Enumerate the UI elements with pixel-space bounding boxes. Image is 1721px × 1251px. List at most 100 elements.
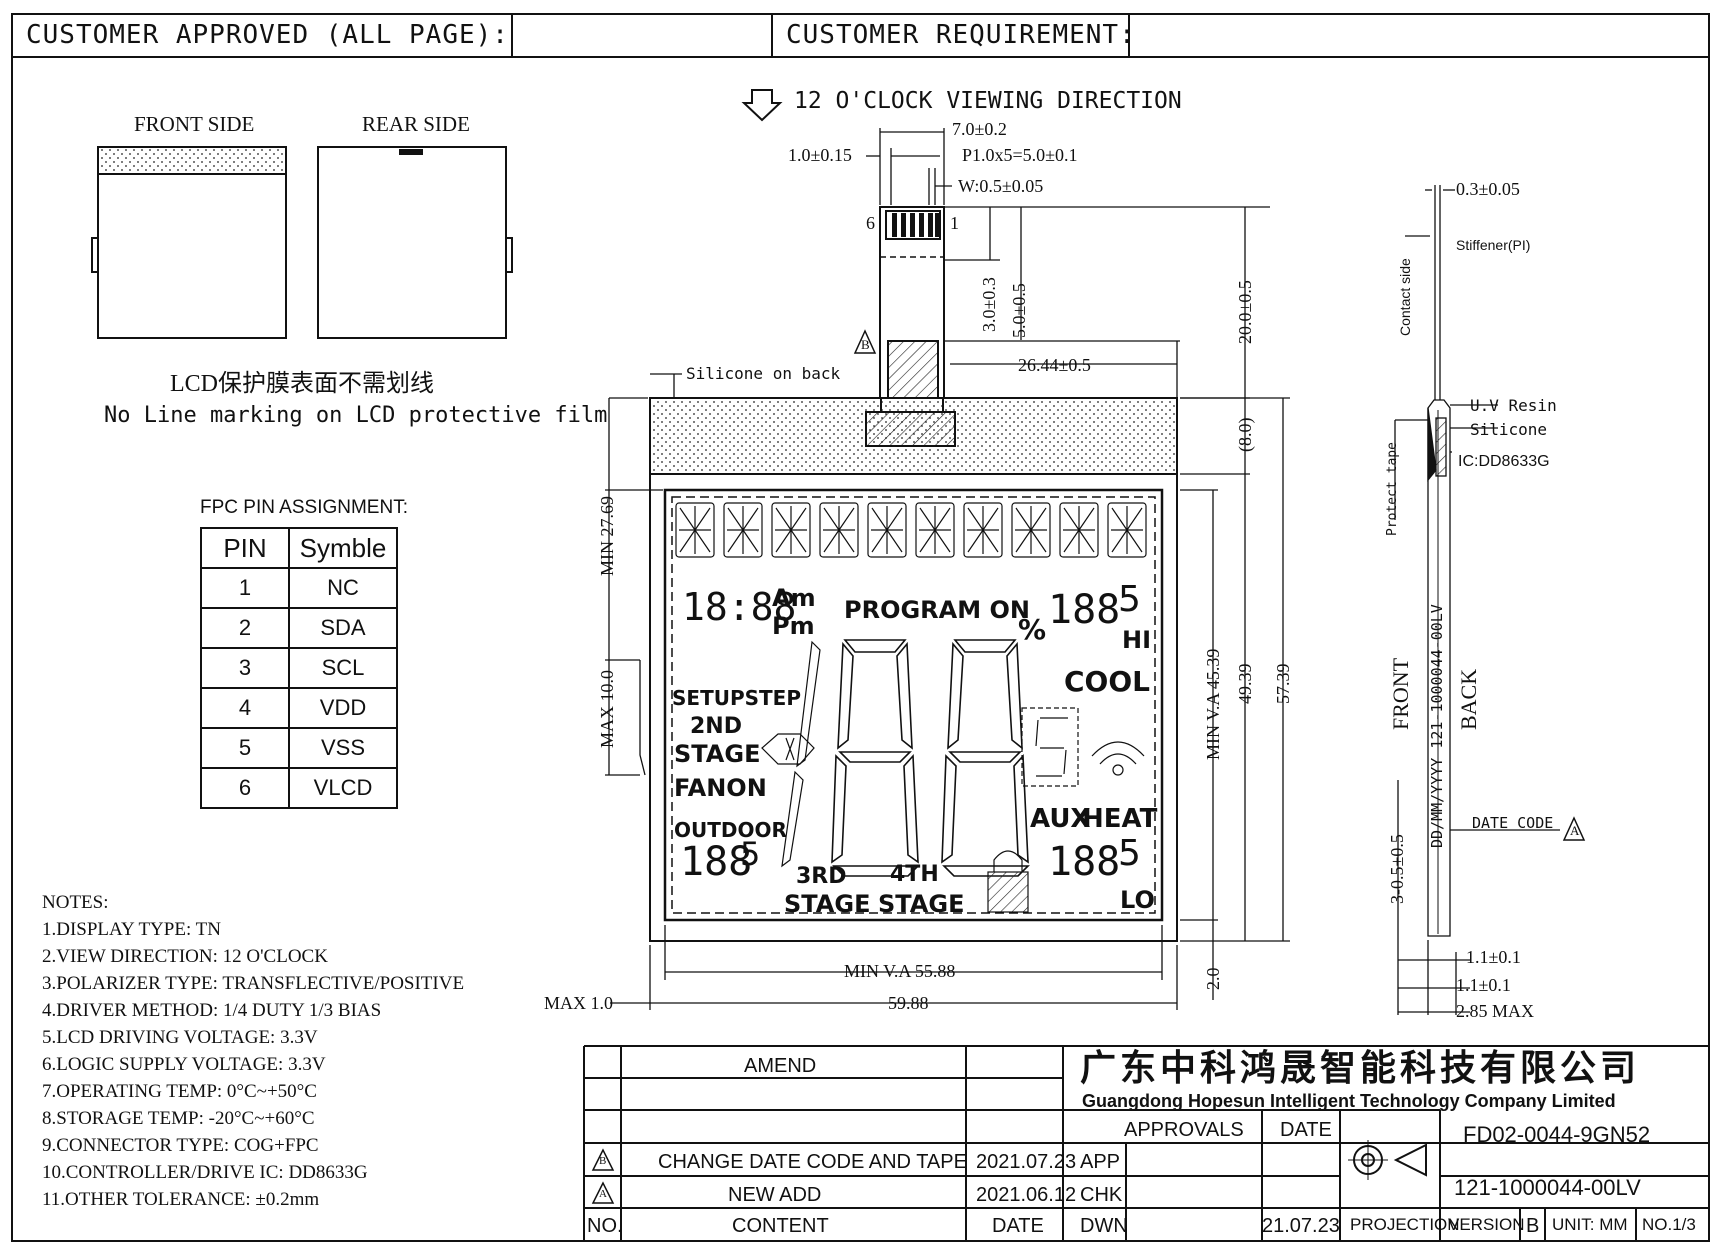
small-digit-outdoor: 5: [740, 835, 761, 873]
outdoor-digits: 188: [680, 839, 753, 885]
dwn-date: 21.07.23: [1262, 1215, 1340, 1237]
hi-label: HI: [1122, 626, 1152, 654]
fan-on-label: FANON: [674, 774, 767, 802]
stage4-label: STAGE: [878, 890, 965, 918]
symbol-cell: VLCD: [288, 767, 398, 809]
percent-label: %: [1018, 613, 1047, 646]
date-header: DATE: [1280, 1119, 1332, 1141]
symbol-cell: VSS: [288, 727, 398, 769]
note-item: 9.CONNECTOR TYPE: COG+FPC: [42, 1135, 319, 1156]
dim-8: (8.0): [1235, 417, 1255, 453]
date-label: DATE: [992, 1215, 1044, 1237]
fourth-label: 4TH: [890, 862, 939, 887]
viewing-direction: 12 O'CLOCK VIEWING DIRECTION: [794, 88, 1182, 114]
rev-date: 2021.06.12: [976, 1184, 1077, 1206]
customer-approved-label: CUSTOMER APPROVED (ALL PAGE):: [26, 20, 509, 50]
version-value: B: [1526, 1215, 1540, 1237]
notes-title: NOTES:: [42, 892, 109, 913]
protect-tape-label: Protect tape: [1385, 442, 1400, 536]
am-label: Am: [772, 584, 816, 612]
rear-side-label: REAR SIDE: [362, 112, 470, 136]
front-label: FRONT: [1388, 657, 1413, 730]
symbol-cell: VDD: [288, 687, 398, 729]
side-dim-11b: 1.1±0.1: [1456, 975, 1511, 995]
symbol-col-header: Symble: [288, 527, 398, 569]
no-label: NO.: [587, 1215, 623, 1237]
note-item: 1.DISPLAY TYPE: TN: [42, 919, 221, 940]
customer-requirement-label: CUSTOMER REQUIREMENT:: [786, 20, 1136, 50]
pin-cell: 6: [200, 767, 290, 809]
front-side-view: [91, 146, 513, 339]
silicone-side-label: Silicone: [1470, 420, 1548, 439]
pin6-label: 6: [866, 213, 875, 233]
rev-date: 2021.07.23: [976, 1151, 1077, 1173]
side-dim-03: 0.3±0.05: [1456, 179, 1520, 199]
note-item: 10.CONTROLLER/DRIVE IC: DD8633G: [42, 1162, 368, 1183]
dim-max10: MAX 10.0: [597, 669, 617, 748]
dim-min2769: MIN 27.69: [597, 496, 617, 576]
dwn-label: DWN: [1080, 1215, 1128, 1237]
silicone-label: Silicone on back: [686, 364, 841, 383]
dim-20: 20.0±0.5: [1235, 280, 1255, 344]
pin-cell: 5: [200, 727, 290, 769]
dim-5739: 57.39: [1273, 663, 1293, 705]
program-on-label: PROGRAM ON: [844, 596, 1030, 624]
clock-digits: 18:88: [682, 585, 797, 629]
cool-label: COOL: [1064, 665, 1150, 698]
dim-pitch: P1.0x5=5.0±0.1: [962, 145, 1078, 165]
small-digit-top: 5: [1118, 579, 1141, 620]
lcd-segments: [675, 502, 1147, 913]
setup-step-label: SETUPSTEP: [672, 686, 801, 710]
dim-max1: MAX 1.0: [544, 993, 614, 1013]
company-name-en: Guangdong Hopesun Intelligent Technology…: [1082, 1091, 1616, 1111]
dim-7: 7.0±0.2: [952, 119, 1007, 139]
pin-col-header: PIN: [200, 527, 290, 569]
dim-2: 2.0: [1203, 967, 1223, 991]
symbol-cell: SCL: [288, 647, 398, 689]
dim-4939: 49.39: [1235, 663, 1255, 705]
part-number: 121-1000044-00LV: [1454, 1175, 1641, 1200]
aux-label: AUX: [1030, 804, 1091, 834]
dim-width: W:0.5±0.05: [958, 176, 1044, 196]
approvals-label: APPROVALS: [1124, 1119, 1244, 1141]
pin1-label: 1: [950, 213, 959, 233]
projection-label: PROJECTION: [1350, 1215, 1460, 1234]
rev-role: CHK: [1080, 1184, 1123, 1206]
rev-role: APP: [1080, 1151, 1121, 1173]
content-label: CONTENT: [732, 1215, 829, 1237]
dim-5: 5.0±0.5: [1009, 283, 1029, 338]
ic-label: IC:DD8633G: [1458, 453, 1550, 470]
stiffener-label: Stiffener(PI): [1456, 237, 1531, 253]
side-dim-285: 2.85 MAX: [1456, 1001, 1535, 1021]
stage3-label: STAGE: [784, 890, 871, 918]
note-item: 2.VIEW DIRECTION: 12 O'CLOCK: [42, 946, 328, 967]
side-dim-11a: 1.1±0.1: [1466, 947, 1521, 967]
date-code-label: DATE CODE: [1472, 814, 1554, 832]
lcd-module-outline: [649, 206, 1178, 942]
small-digit-bottom: 5: [1118, 833, 1141, 874]
rev-b-marker: B: [861, 337, 870, 352]
title-block: [583, 1045, 1709, 1241]
note-item: 11.OTHER TOLERANCE: ±0.2mm: [42, 1189, 320, 1210]
pin-cell: 1: [200, 567, 290, 609]
uv-resin-label: U.V Resin: [1470, 396, 1557, 415]
rev-a-marker: A: [1570, 823, 1580, 838]
note-item: 4.DRIVER METHOD: 1/4 DUTY 1/3 BIAS: [42, 1000, 382, 1021]
side-code-label: DD/MM/YYYY 121-1000044-00LV: [1428, 604, 1446, 848]
pin-cell: 4: [200, 687, 290, 729]
version-label: VERSION: [1448, 1215, 1525, 1234]
film-note-cn: LCD保护膜表面不需划线: [170, 371, 434, 397]
contact-side-label: Contact side: [1397, 258, 1413, 336]
dim-3: 3.0±0.3: [979, 277, 999, 332]
unit-label: UNIT: MM: [1552, 1215, 1628, 1234]
front-side-label: FRONT SIDE: [134, 112, 255, 136]
symbol-cell: SDA: [288, 607, 398, 649]
